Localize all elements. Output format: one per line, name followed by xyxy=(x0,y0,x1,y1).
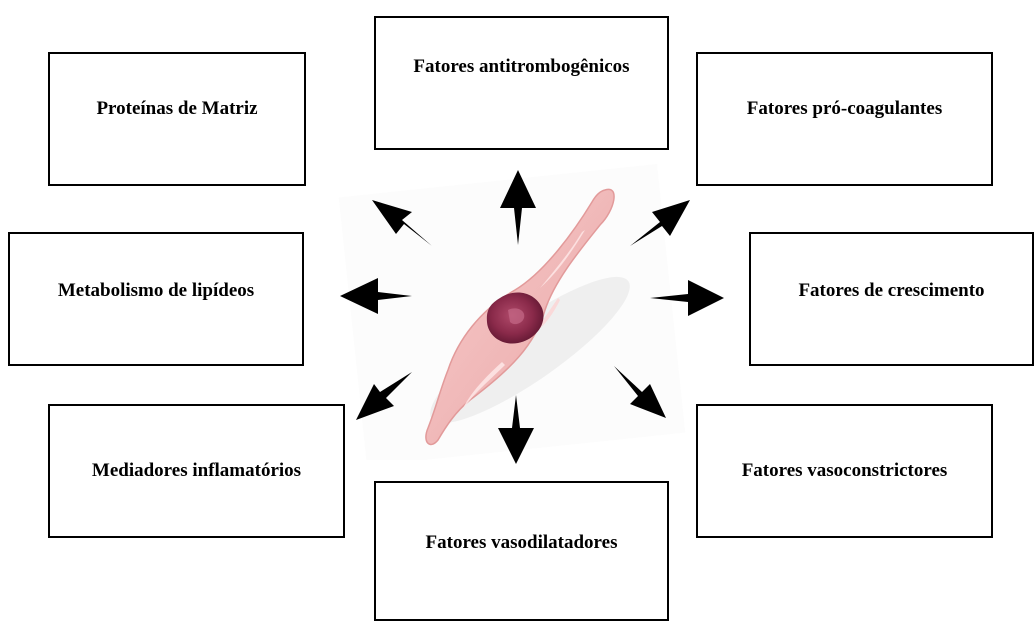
box-label-vasodilatadores: Fatores vasodilatadores xyxy=(426,532,618,554)
box-label-vasoconstrictores: Fatores vasoconstrictores xyxy=(742,460,948,482)
box-fatores-pro-coagulantes: Fatores pró-coagulantes xyxy=(696,52,993,186)
box-fatores-vasoconstrictores: Fatores vasoconstrictores xyxy=(696,404,993,538)
box-fatores-vasodilatadores: Fatores vasodilatadores xyxy=(374,481,669,621)
box-label-mediadores-inflamatorios: Mediadores inflamatórios xyxy=(92,460,301,482)
box-label-proteinas-matriz: Proteínas de Matriz xyxy=(96,98,257,120)
box-label-metabolismo-lipideos: Metabolismo de lipídeos xyxy=(58,280,254,302)
box-mediadores-inflamatorios: Mediadores inflamatórios xyxy=(48,404,345,538)
box-fatores-de-crescimento: Fatores de crescimento xyxy=(749,232,1034,366)
box-label-pro-coagulantes: Fatores pró-coagulantes xyxy=(747,98,942,120)
endothelial-cell-icon xyxy=(330,160,704,460)
box-metabolismo-de-lipideos: Metabolismo de lipídeos xyxy=(8,232,304,366)
box-label-antitrombogenicos: Fatores antitrombogênicos xyxy=(413,56,629,78)
box-proteinas-de-matriz: Proteínas de Matriz xyxy=(48,52,306,186)
box-label-crescimento: Fatores de crescimento xyxy=(798,280,984,302)
box-fatores-antitrombogenicos: Fatores antitrombogênicos xyxy=(374,16,669,150)
